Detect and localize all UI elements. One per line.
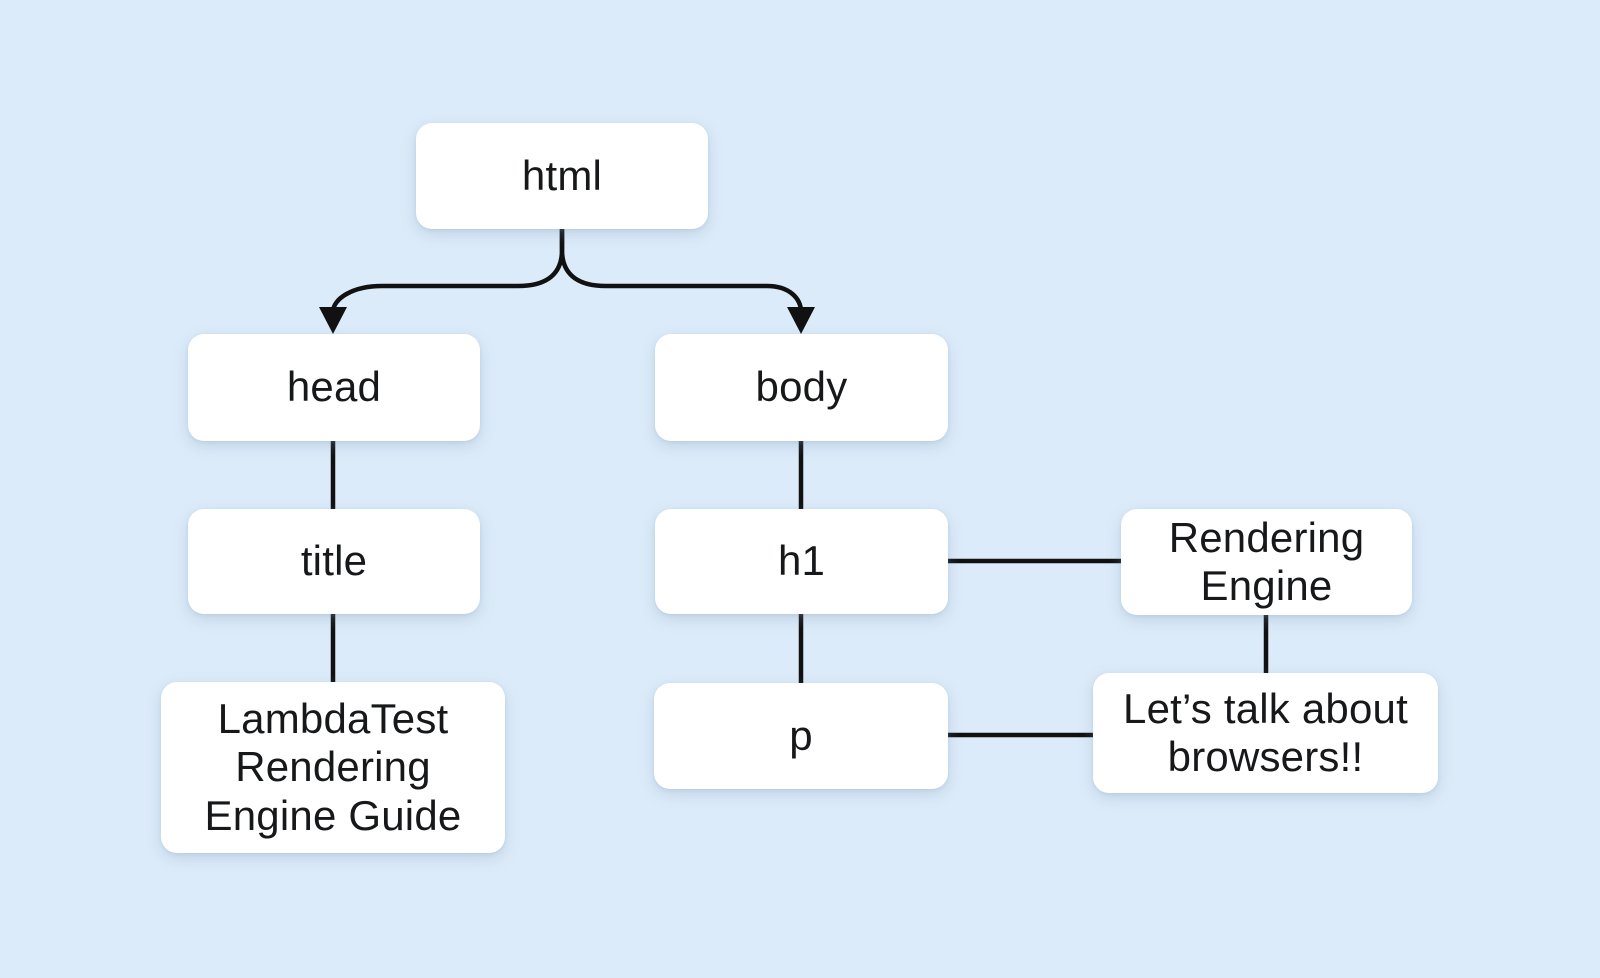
node-p: p bbox=[654, 683, 948, 789]
node-h1-text-content: Rendering Engine bbox=[1121, 509, 1412, 615]
node-title: title bbox=[188, 509, 480, 614]
edge-html-head bbox=[330, 229, 565, 313]
edge-html-body bbox=[559, 229, 804, 313]
node-h1: h1 bbox=[655, 509, 948, 614]
node-head: head bbox=[188, 334, 480, 441]
node-p-text-content: Let’s talk about browsers!! bbox=[1093, 673, 1438, 793]
node-title-text-content: LambdaTest Rendering Engine Guide bbox=[161, 682, 505, 853]
node-body: body bbox=[655, 334, 948, 441]
node-html: html bbox=[416, 123, 708, 229]
arrowhead-head-icon bbox=[319, 307, 347, 334]
arrowhead-body-icon bbox=[787, 307, 815, 334]
